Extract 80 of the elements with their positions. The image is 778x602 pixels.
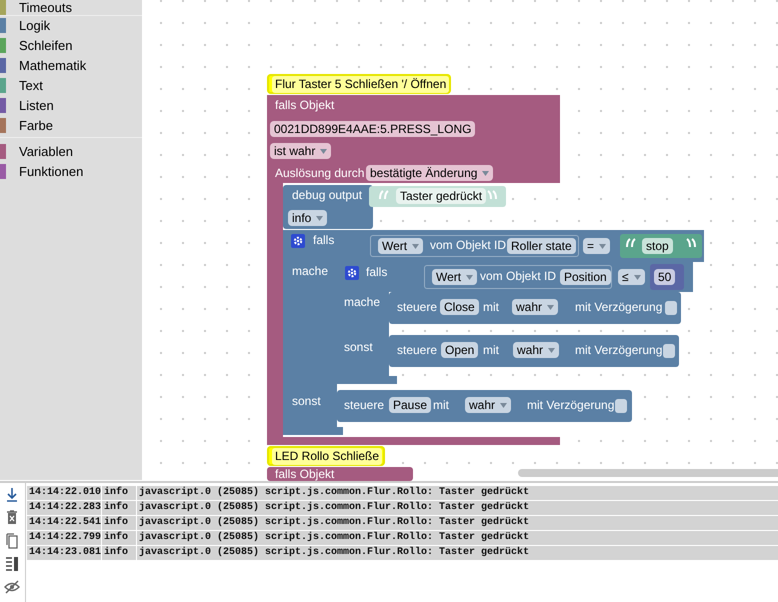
dropdown: Wert	[378, 238, 424, 254]
block-label: debug output	[292, 188, 362, 203]
object-id-field: Roller state	[507, 238, 576, 254]
object-id-field: Open	[441, 342, 478, 358]
value-block	[370, 235, 579, 257]
object-id-field: Pause	[389, 397, 432, 413]
comment-text: LED Rollo Schließe	[272, 448, 382, 465]
block-label: mit	[483, 343, 499, 358]
block-label: mit Verzögerung	[575, 343, 662, 358]
block-label: mit	[483, 300, 499, 315]
block-label: steuere	[397, 300, 438, 315]
log-level: info	[102, 531, 136, 545]
block-label: vom Objekt ID	[430, 238, 506, 253]
control-block	[337, 390, 632, 422]
log-message: javascript.0 (25085) script.js.common.Flur.Rollo: Taster gedrückt	[137, 516, 778, 530]
text-field: stop	[642, 238, 673, 254]
block-label: falls	[366, 265, 388, 280]
timestamp: 14:14:22.283	[27, 501, 101, 515]
log-level: info	[102, 516, 136, 530]
timestamp: 14:14:22.010	[27, 486, 101, 500]
category-label: Farbe	[19, 118, 53, 133]
block-label: sonst	[344, 340, 373, 355]
category-label: Mathematik	[19, 58, 86, 73]
log-message: javascript.0 (25085) script.js.common.Flur.Rollo: Taster gedrückt	[137, 501, 778, 515]
category-label: Listen	[19, 98, 54, 113]
control-block	[389, 335, 679, 367]
trigger-block	[267, 467, 413, 481]
timestamp: 14:14:23.081	[27, 546, 101, 560]
category-label: Text	[19, 78, 43, 93]
control-block	[389, 292, 681, 324]
dropdown: bestätigte Änderung	[366, 165, 494, 181]
dropdown: wahr	[465, 397, 512, 413]
value-block	[424, 265, 612, 289]
number-block	[650, 264, 684, 290]
block-label: sonst	[292, 394, 321, 409]
category-label: Schleifen	[19, 38, 72, 53]
log-level: info	[102, 501, 136, 515]
dropdown: ist wahr	[270, 143, 332, 159]
block-label: mache	[292, 264, 328, 279]
comment-note	[267, 446, 385, 466]
block-label: falls Objekt	[275, 467, 334, 482]
block-label: vom Objekt ID	[480, 269, 556, 284]
object-id-field: Close	[440, 299, 479, 315]
block-label: mit	[433, 398, 449, 413]
object-id-field: 0021DD899E4AAE:5.PRESS_LONG	[270, 121, 476, 137]
timestamp: 14:14:22.541	[27, 516, 101, 530]
category-label: Variablen	[19, 144, 73, 159]
number-field: 50	[654, 269, 676, 285]
log-level: info	[102, 486, 136, 500]
block-label: Auslösung durch	[275, 166, 364, 181]
text-block	[369, 186, 506, 207]
dropdown: info	[288, 210, 328, 226]
comment-text: Flur Taster 5 Schließen '/ Öffnen	[272, 76, 450, 93]
if-block	[337, 262, 693, 384]
log-level: info	[102, 546, 136, 560]
log-message: javascript.0 (25085) script.js.common.Flur.Rollo: Taster gedrückt	[137, 546, 778, 560]
timestamp: 14:14:22.799	[27, 531, 101, 545]
dropdown: wahr	[513, 342, 560, 358]
dropdown: ≤	[618, 269, 645, 285]
category-label: Logik	[19, 18, 50, 33]
block-label: mache	[344, 295, 380, 310]
object-id-field: Position	[560, 269, 611, 285]
log-message: javascript.0 (25085) script.js.common.Flur.Rollo: Taster gedrückt	[137, 531, 778, 545]
category-label: Funktionen	[19, 164, 84, 179]
dropdown: =	[583, 238, 610, 254]
code-block	[283, 185, 373, 229]
block-label: steuere	[397, 343, 438, 358]
dropdown: Wert	[432, 269, 478, 285]
block-label: mit Verzögerung	[527, 398, 614, 413]
dropdown: wahr	[512, 299, 558, 315]
text-field: Taster gedrückt	[396, 188, 486, 204]
block-label: falls Objekt	[275, 98, 334, 113]
category-label: Timeouts	[19, 0, 72, 15]
text-block	[620, 234, 702, 258]
comment-note	[267, 74, 451, 94]
block-label: mit Verzögerung	[575, 300, 662, 315]
block-label: falls	[313, 233, 334, 248]
log-message: javascript.0 (25085) script.js.common.Flur.Rollo: Taster gedrückt	[137, 486, 778, 500]
if-block	[283, 230, 704, 435]
block-label: steuere	[344, 398, 384, 413]
